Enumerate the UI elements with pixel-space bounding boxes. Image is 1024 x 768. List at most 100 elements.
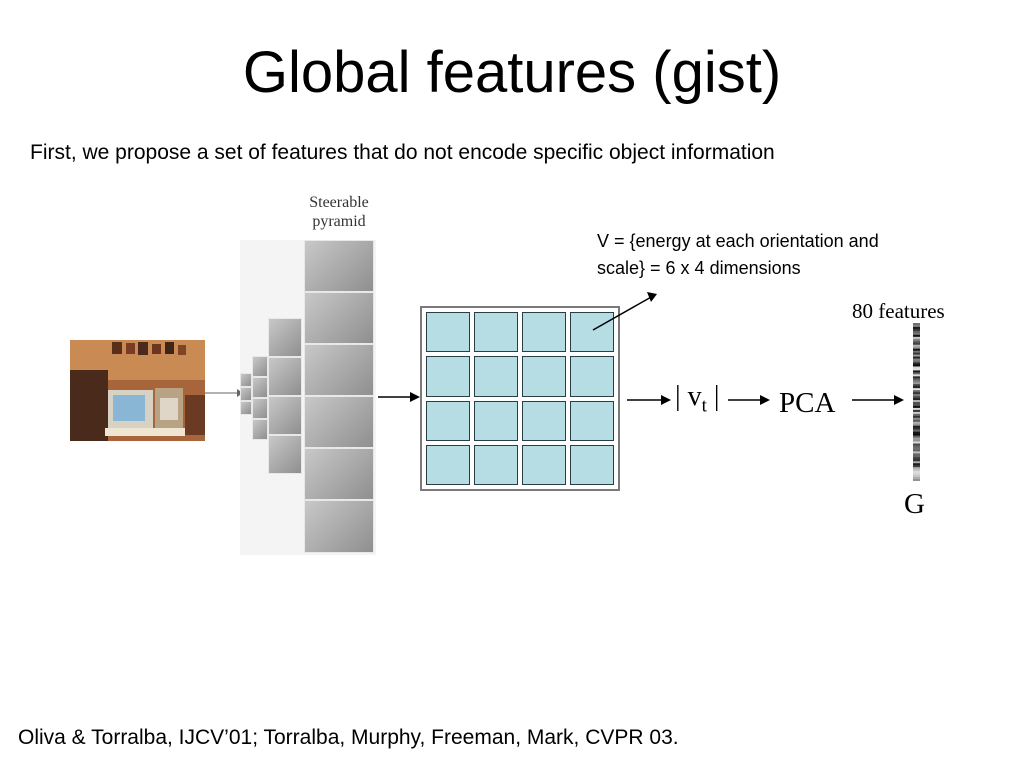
feature-stripe — [913, 400, 920, 403]
feature-vector — [913, 323, 920, 481]
pyramid-label-line1: Steerable — [309, 194, 369, 211]
feature-stripe — [913, 352, 920, 355]
feature-stripe — [913, 449, 920, 452]
feature-stripe — [913, 398, 920, 401]
grid-cell — [522, 312, 566, 353]
feature-stripe — [913, 409, 920, 413]
feature-stripe — [913, 457, 920, 460]
feature-stripe — [913, 334, 920, 338]
grid-cell — [522, 356, 566, 397]
feature-stripe — [913, 370, 920, 373]
g-label: G — [904, 488, 925, 520]
feature-stripe — [913, 348, 920, 351]
feature-stripe — [913, 350, 920, 353]
grid-cell — [522, 400, 566, 441]
feature-stripe — [913, 421, 920, 425]
feature-stripe — [913, 423, 920, 426]
feature-stripe — [913, 332, 920, 336]
feature-stripe — [913, 437, 920, 440]
feature-stripe — [913, 362, 920, 365]
feature-stripe — [913, 443, 920, 446]
feature-stripe — [913, 459, 920, 462]
grid-cell — [426, 400, 470, 441]
feature-stripe — [913, 477, 920, 480]
grid-cell — [570, 444, 614, 485]
feature-stripe — [913, 479, 920, 481]
feature-stripe — [913, 386, 920, 389]
grid-cell — [474, 356, 518, 397]
feature-stripe — [913, 354, 920, 357]
feature-stripe — [913, 455, 920, 458]
features-label: 80 features — [852, 299, 945, 323]
feature-stripe — [913, 323, 920, 326]
feature-stripe — [913, 360, 920, 363]
feature-stripe — [913, 453, 920, 456]
feature-stripe — [913, 340, 920, 344]
citation: Oliva & Torralba, IJCV’01; Torralba, Mur… — [18, 726, 679, 749]
feature-stripe — [913, 465, 920, 468]
feature-stripe — [913, 417, 920, 421]
grid-cell — [474, 444, 518, 485]
feature-stripe — [913, 473, 920, 476]
vt-to-pca-arrow — [728, 395, 770, 405]
grid-cell — [570, 356, 614, 397]
feature-stripe — [913, 356, 920, 359]
energy-grid — [420, 306, 620, 491]
feature-stripe — [913, 433, 920, 436]
feature-stripe — [913, 344, 920, 347]
v-annotation: V = {energy at each orientation and scal… — [597, 228, 977, 282]
feature-stripe — [913, 382, 920, 385]
feature-stripe — [913, 439, 920, 442]
feature-stripe — [913, 372, 920, 375]
vt-label-right: | — [706, 381, 720, 412]
feature-stripe — [913, 419, 920, 423]
feature-stripe — [913, 368, 920, 371]
feature-stripe — [913, 392, 920, 395]
feature-stripe — [913, 402, 920, 405]
feature-stripe — [913, 328, 920, 332]
grid-cell — [426, 312, 470, 353]
feature-stripe — [913, 388, 920, 391]
feature-stripe — [913, 441, 920, 444]
feature-stripe — [913, 380, 920, 383]
feature-stripe — [913, 431, 920, 434]
feature-stripe — [913, 390, 920, 393]
feature-stripe — [913, 429, 920, 432]
v-annotation-line2: scale} = 6 x 4 dimensions — [597, 258, 801, 278]
feature-stripe — [913, 374, 920, 377]
feature-stripe — [913, 384, 920, 387]
vt-label: | vt | — [675, 381, 720, 418]
feature-stripe — [913, 405, 920, 409]
feature-stripe — [913, 435, 920, 438]
slide-subtitle: First, we propose a set of features that… — [30, 141, 775, 164]
v-annotation-line1: V = {energy at each orientation and — [597, 231, 879, 251]
pyramid-to-grid-arrow — [378, 392, 420, 402]
feature-stripe — [913, 407, 920, 411]
grid-cell — [474, 400, 518, 441]
grid-cell — [570, 400, 614, 441]
feature-stripe — [913, 415, 920, 419]
feature-stripe — [913, 467, 920, 470]
grid-cell — [570, 312, 614, 353]
annotation-arrow — [592, 292, 657, 331]
steerable-pyramid — [238, 240, 378, 555]
feature-stripe — [913, 376, 920, 379]
vt-label-sub: t — [701, 395, 707, 417]
feature-stripe — [913, 366, 920, 369]
feature-stripe — [913, 364, 920, 367]
scene-photo — [70, 340, 205, 441]
feature-stripe — [913, 326, 920, 330]
feature-stripe — [913, 427, 920, 430]
feature-stripe — [913, 396, 920, 399]
feature-stripe — [913, 346, 920, 349]
feature-stripe — [913, 447, 920, 450]
grid-cell — [522, 444, 566, 485]
pca-label: PCA — [779, 387, 836, 419]
grid-cell — [426, 356, 470, 397]
feature-stripe — [913, 445, 920, 448]
feature-stripe — [913, 336, 920, 340]
feature-stripe — [913, 394, 920, 397]
feature-stripe — [913, 451, 920, 454]
feature-stripe — [913, 342, 920, 346]
feature-stripe — [913, 403, 920, 407]
